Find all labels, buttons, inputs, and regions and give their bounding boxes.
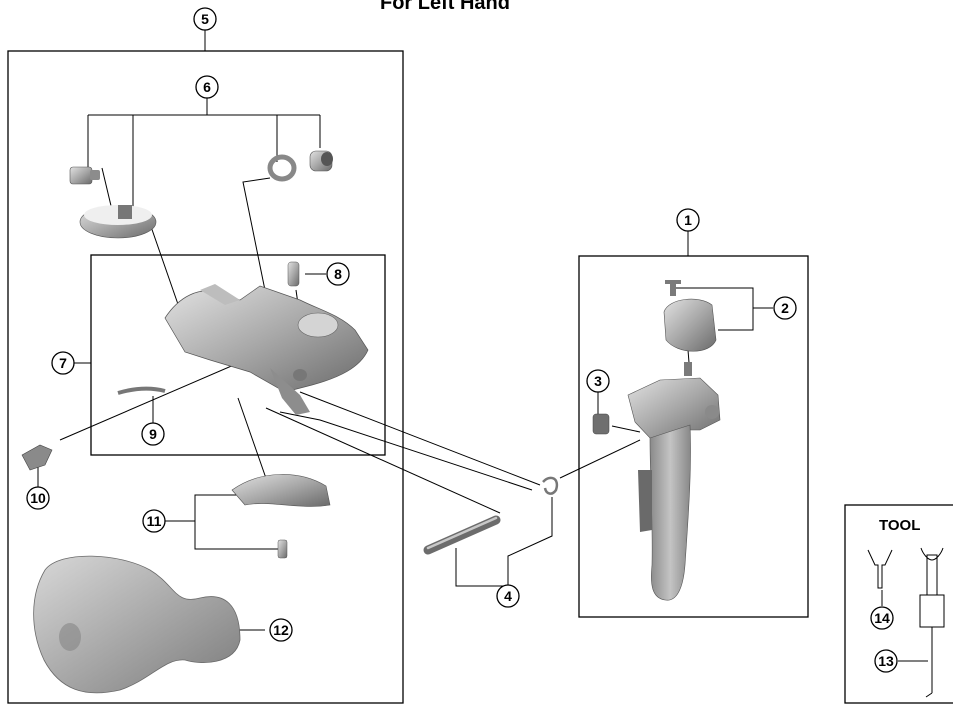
tool-13-driver bbox=[919, 547, 945, 698]
callout-3: 3 bbox=[594, 373, 602, 389]
part-1-lever-assembly bbox=[627, 362, 721, 601]
part-2-screw bbox=[665, 280, 681, 296]
callout-7: 7 bbox=[59, 355, 67, 371]
part-12-hood-cover bbox=[33, 555, 241, 694]
part-6-bolt bbox=[69, 166, 100, 185]
tool-label: TOOL bbox=[879, 517, 921, 534]
callout-12: 12 bbox=[273, 622, 289, 638]
leader-lines bbox=[37, 30, 928, 662]
assembly-1-box bbox=[578, 255, 809, 618]
callout-8: 8 bbox=[334, 266, 342, 282]
part-2-cap bbox=[663, 298, 717, 352]
part-11-cover bbox=[231, 474, 331, 507]
callout-6: 6 bbox=[203, 79, 211, 95]
tool-box bbox=[844, 504, 953, 704]
callout-4: 4 bbox=[504, 588, 512, 604]
callout-10: 10 bbox=[30, 490, 46, 506]
callout-5: 5 bbox=[201, 11, 209, 27]
callout-1: 1 bbox=[684, 212, 692, 228]
part-8-screw bbox=[287, 261, 300, 287]
part-4-pin bbox=[423, 515, 501, 555]
part-4-clip bbox=[542, 476, 559, 495]
callout-14: 14 bbox=[874, 610, 890, 626]
part-11-screw bbox=[277, 539, 288, 559]
callout-11: 11 bbox=[146, 513, 162, 529]
diagram-title: For Left Hand bbox=[380, 0, 510, 14]
callout-2: 2 bbox=[781, 300, 789, 316]
part-6-nut bbox=[309, 150, 333, 172]
part-7-bracket-body bbox=[164, 284, 369, 415]
callout-13: 13 bbox=[878, 653, 894, 669]
callout-9: 9 bbox=[149, 426, 157, 442]
part-6-washer bbox=[267, 154, 297, 182]
part-10-clip bbox=[21, 444, 53, 471]
part-6-clamp-band bbox=[79, 205, 157, 239]
callout-circles bbox=[26, 7, 898, 673]
part-3-block bbox=[592, 413, 610, 435]
tool-14-fork bbox=[867, 549, 893, 589]
assembly-7-box bbox=[90, 254, 386, 456]
part-9-spring bbox=[117, 386, 166, 395]
